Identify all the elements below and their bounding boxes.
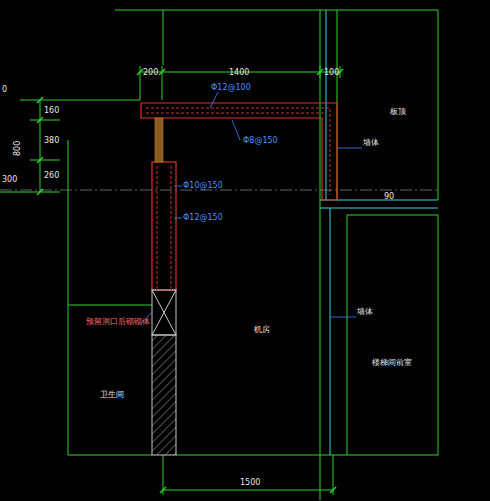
dimension: 160 [44,107,59,115]
dimension: 1500 [240,479,260,487]
note: 墙体 [357,308,373,316]
rebar-note: Φ10@150 [183,182,223,190]
dimension: 1400 [229,69,249,77]
room-name: 卫生间 [100,391,124,399]
dimension: 200 [143,69,158,77]
rebar-note: Φ8@150 [243,137,278,145]
elevation: 300 [2,176,17,184]
elevation: 0 [2,86,7,94]
rebar-note: Φ12@100 [211,84,251,92]
room-name: 机房 [254,326,270,334]
dimension: 100 [324,69,339,77]
dimension: 260 [44,172,59,180]
dimension: 800 [14,141,22,156]
note: 板顶 [390,108,406,116]
note: 墙体 [363,139,379,147]
room-name: 楼梯间前室 [372,359,412,367]
dimension: 380 [44,137,59,145]
dimension: 90 [384,193,394,201]
rebar-note: Φ12@150 [183,214,223,222]
note: 预留洞口后砌砌体 [86,318,150,326]
